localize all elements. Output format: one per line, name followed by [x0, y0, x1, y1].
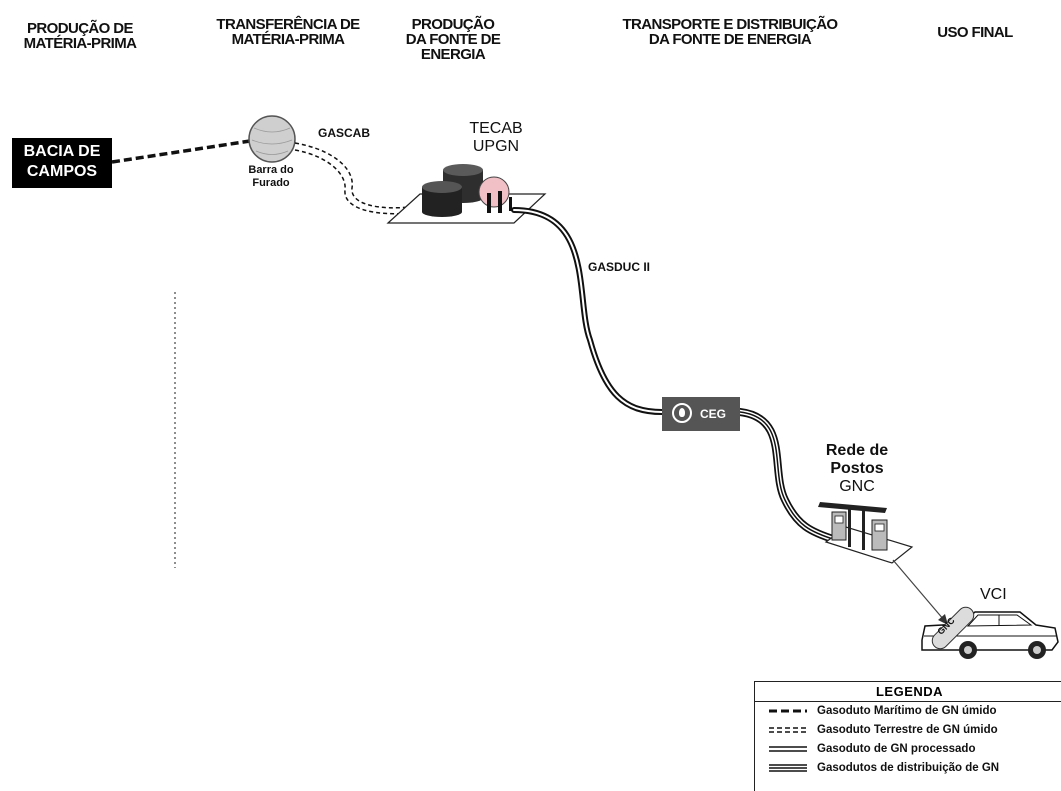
- station-to-car-arrow: [892, 559, 945, 621]
- gnc-cylinder: [931, 606, 975, 650]
- header-producao-materia-prima: PRODUÇÃO DE MATÉRIA-PRIMA: [23, 20, 137, 52]
- header-producao-fonte-energia: PRODUÇÃO DA FONTE DE ENERGIA: [405, 16, 501, 63]
- tecab-upgn-label: TECAB UPGN: [469, 120, 523, 155]
- legend-title: LEGENDA: [755, 682, 1061, 702]
- legend-item-distribution: Gasodutos de distribuição de GN: [755, 759, 1061, 778]
- maritime-pipeline: [111, 139, 251, 164]
- ceg-distributor: CEG: [662, 397, 740, 431]
- gasduc-ii-label: GASDUC II: [588, 260, 651, 274]
- gascab-pipeline: [294, 142, 411, 215]
- flame-icon: [672, 403, 692, 423]
- header-transferencia-materia-prima: TRANSFERÊNCIA DE MATÉRIA-PRIMA: [216, 16, 360, 48]
- legend-item-maritime: Gasoduto Marítimo de GN úmido: [755, 702, 1061, 721]
- upgn-sphere: [478, 176, 510, 208]
- gascab-label: GASCAB: [318, 126, 371, 140]
- legend-item-processed: Gasoduto de GN processado: [755, 740, 1061, 759]
- bacia-de-campos-label: BACIA DE CAMPOS: [12, 138, 112, 188]
- distribution-pipeline: [736, 408, 840, 544]
- legend-item-terrestrial: Gasoduto Terrestre de GN úmido: [755, 721, 1061, 740]
- double-line-swatch: [769, 746, 807, 752]
- barra-do-furado-label: Barra do Furado: [248, 164, 294, 189]
- barra-do-furado-sphere: [248, 115, 296, 163]
- tecab-tank-front: [422, 181, 462, 217]
- triple-line-swatch: [769, 764, 807, 772]
- header-uso-final: USO FINAL: [937, 24, 1013, 41]
- vci-label: VCI: [980, 586, 1007, 603]
- rede-postos-gnc-label: Rede de Postos GNC: [825, 442, 889, 495]
- legend: LEGENDA Gasoduto Marítimo de GN úmido Ga…: [754, 681, 1061, 791]
- double-dashed-line-swatch: [769, 727, 807, 733]
- gnc-station: [818, 502, 914, 564]
- gasduc-ii-pipeline: [511, 207, 665, 415]
- header-transporte-distribuicao: TRANSPORTE E DISTRIBUIÇÃO DA FONTE DE EN…: [622, 16, 838, 48]
- dashed-line-swatch: [769, 709, 807, 713]
